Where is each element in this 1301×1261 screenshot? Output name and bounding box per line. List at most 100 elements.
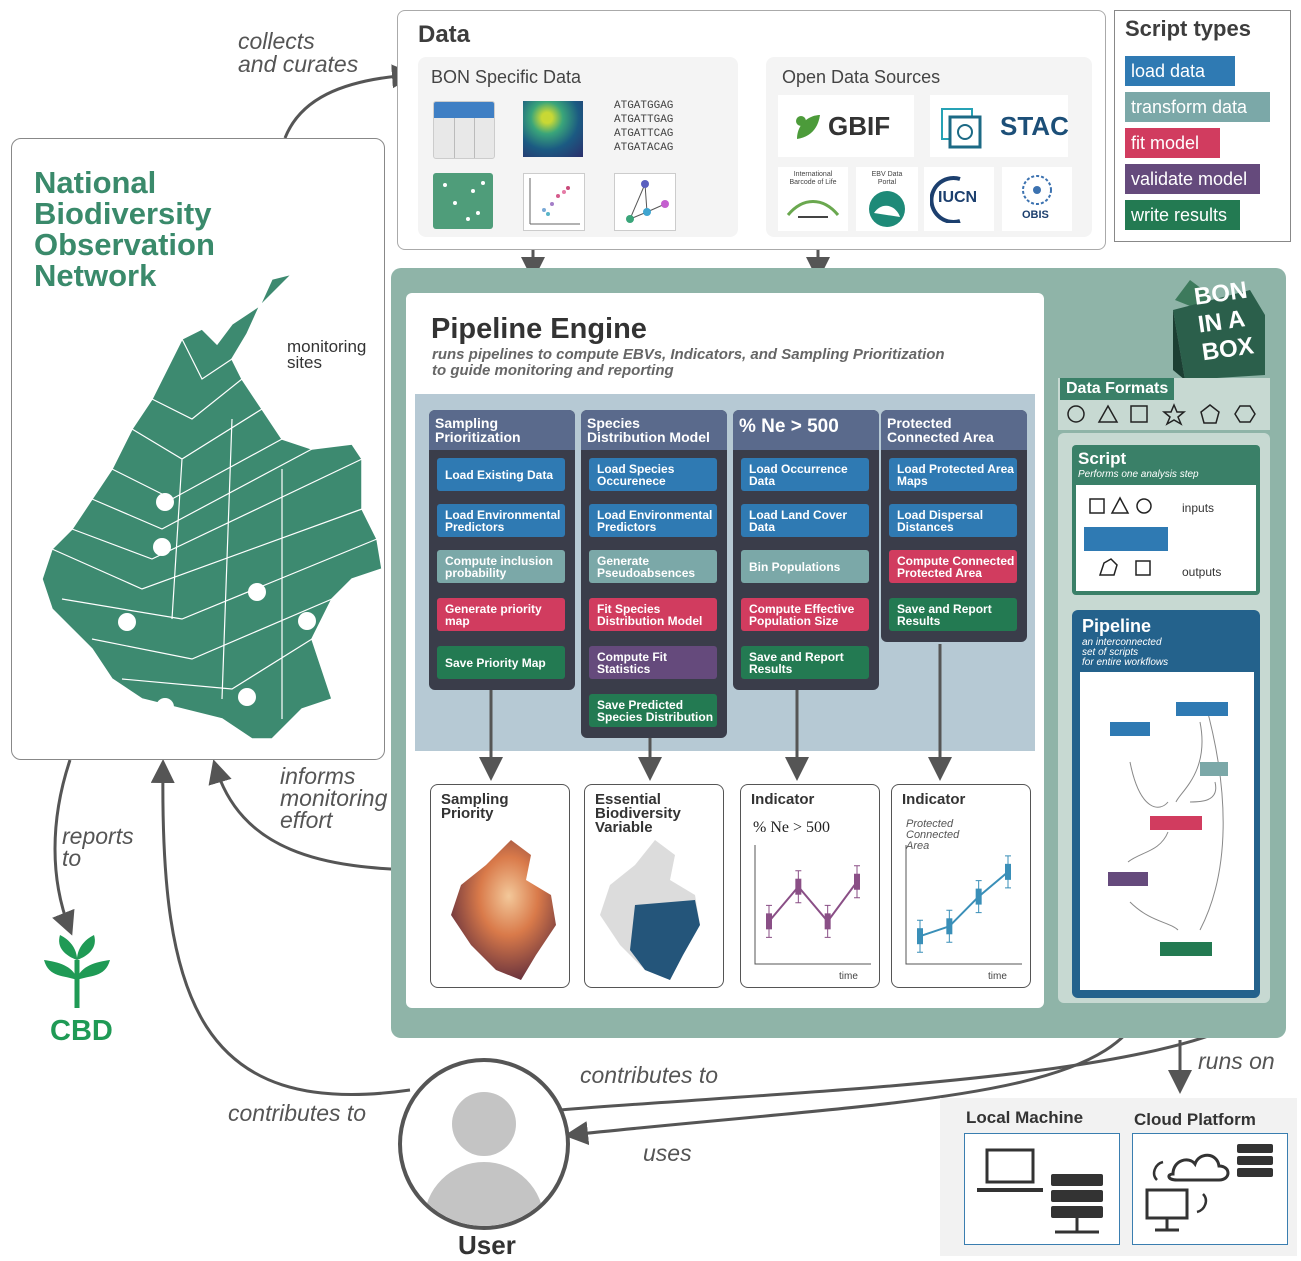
step-label: probability [445,565,507,580]
cbd-logo [44,935,110,1008]
step-label: Bin Populations [749,559,841,574]
chart-axes [754,845,871,965]
nbon-title-line: Network [34,258,157,293]
step-save-priority-map[interactable]: Save Priority Map [437,646,565,679]
user-label: User [458,1230,516,1260]
user-avatar [398,1058,570,1230]
legend-transform-data: transform data [1125,92,1270,122]
bon-specific-panel: BON Specific Data ATGATGGAG ATGATTGAG AT… [418,57,738,237]
monitoring-sites-label: monitoring sites [287,338,366,371]
data-title: Data [418,21,471,48]
data-formats-title: Data Formats [1060,378,1175,400]
runs-on-label: runs on [1198,1048,1275,1074]
step-label: Statistics [597,661,651,676]
contributes-left-label: contributes to [228,1100,367,1126]
laptop-server-icon [977,1148,1103,1234]
step-label: Compute Effective [749,601,855,616]
step-label: Save and Report [897,601,992,616]
indicator-pca-xlabel: time [988,971,1007,982]
output-title-line: Priority [441,805,494,822]
platforms-panel: Local Machine Cloud Platform [940,1098,1297,1256]
stac-logo: STAC [930,95,1069,157]
step-label: Load Occurrence [749,461,848,476]
indicator-ne-sub: % Ne > 500 [753,819,831,836]
collects-label: collects and curates [238,30,358,76]
step-label: Distribution Model [597,613,703,628]
obis-text: OBIS [1022,209,1049,221]
column-header: % Ne > 500 [733,410,879,450]
output-title: Indicator [902,791,966,808]
informs-arrow [208,759,431,872]
output-title-line: Essential [595,791,661,808]
step-bin-populations[interactable]: Bin Populations [741,550,869,583]
network-icon [614,173,676,231]
data-point-box [766,913,772,930]
cbd-label: CBD [50,1015,113,1047]
user-head [452,1092,516,1156]
gbif-text: GBIF [828,111,891,141]
data-point-box [824,913,831,930]
reports-line: to [62,845,82,871]
colombia-map [41,272,382,749]
legend-validate-model: validate model [1125,164,1260,194]
step-label: Protected Area [897,565,982,580]
step-label: Data [749,519,776,534]
ebv-map [600,840,700,980]
data-point-box [1005,863,1011,880]
step-label: Save and Report [749,649,844,664]
stac-text: STAC [1000,111,1069,141]
indicator-pca-sub-line: Area [906,840,930,852]
step-label: Generate priority [445,601,542,616]
informs-label: informs monitoring effort [280,765,387,833]
column-header-line: Distribution Model [587,429,710,445]
column-header: Sampling Prioritization [429,410,575,450]
step-label: Results [897,613,941,628]
reports-label: reports to [62,823,134,871]
series-line [919,871,1009,938]
reports-line: reports [62,823,134,849]
pipeline-card-subtitle: an interconnected set of scripts for ent… [1082,638,1168,668]
column-header-line: Prioritization [435,429,521,445]
output-title-line: Biodiversity [595,805,681,822]
indicator-ne-xlabel: time [839,971,858,982]
nbon-title-line: National [34,165,157,200]
iucn-text: IUCN [938,189,978,206]
nbon-title-line: Biodiversity [34,196,212,231]
dna-line: ATGATGGAG [614,100,674,112]
indicator-pca-sub-line: Connected [906,829,960,841]
step-label: Save Priority Map [445,655,546,670]
informs-line: effort [280,807,333,833]
step-load-existing-data[interactable]: Load Existing Data [437,458,565,491]
step-label: Data [749,473,776,488]
iucn-logo: IUCN [924,167,994,231]
bon-specific-title: BON Specific Data [431,67,582,87]
pipeline-card: Pipeline an interconnected set of script… [1072,610,1260,998]
data-point-box [917,928,923,945]
indicator-pca-sub-line: Protected [906,818,954,830]
output-title: Indicator [751,791,815,808]
engine-subtitle-line: to guide monitoring and reporting [432,362,674,379]
bon-in-a-box-logo [1173,280,1265,380]
step-label: Compute inclusion [445,553,553,568]
dna-line: ATGATACAG [614,142,674,154]
